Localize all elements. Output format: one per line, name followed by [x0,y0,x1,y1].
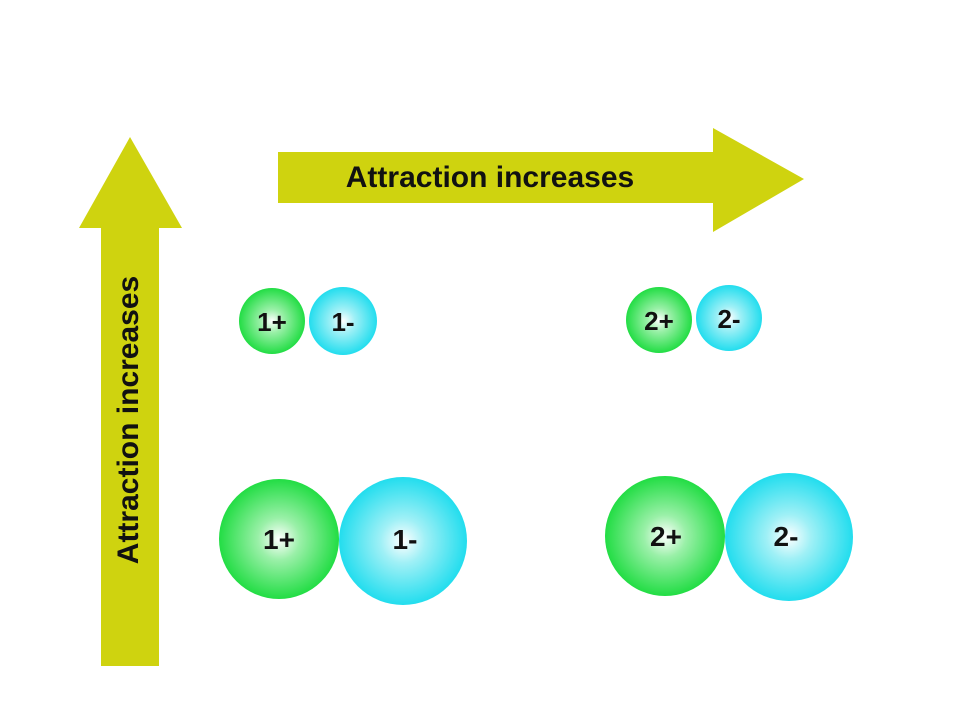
cation-charge-label: 2+ [650,521,682,552]
anion-sphere [339,477,467,605]
anion-sphere [309,287,377,355]
anion-sphere [696,285,762,351]
cation-sphere [605,476,725,596]
cation-charge-label: 2+ [644,306,674,336]
vertical-arrow-label: Attraction increases [112,276,145,564]
anion-charge-label: 1- [331,307,354,337]
anion-charge-label: 2- [774,521,799,552]
ion-pair-large-single-charge: 1+ 1- [219,477,467,605]
ion-pair-small-double-charge: 2+ 2- [626,285,762,353]
cation-charge-label: 1+ [263,524,295,555]
cation-sphere [219,479,339,599]
anion-charge-label: 1- [393,524,418,555]
ion-pair-small-single-charge: 1+ 1- [239,287,377,355]
vertical-attraction-arrow: Attraction increases [79,137,182,666]
anion-charge-label: 2- [717,304,740,334]
anion-sphere [725,473,853,601]
cation-sphere [239,288,305,354]
cation-charge-label: 1+ [257,307,287,337]
horizontal-attraction-arrow: Attraction increases [278,128,804,232]
horizontal-arrow-label: Attraction increases [346,161,634,194]
vertical-arrow-shape [79,137,182,666]
cation-sphere [626,287,692,353]
horizontal-arrow-shape [278,128,804,232]
ion-pair-large-double-charge: 2+ 2- [605,473,853,601]
